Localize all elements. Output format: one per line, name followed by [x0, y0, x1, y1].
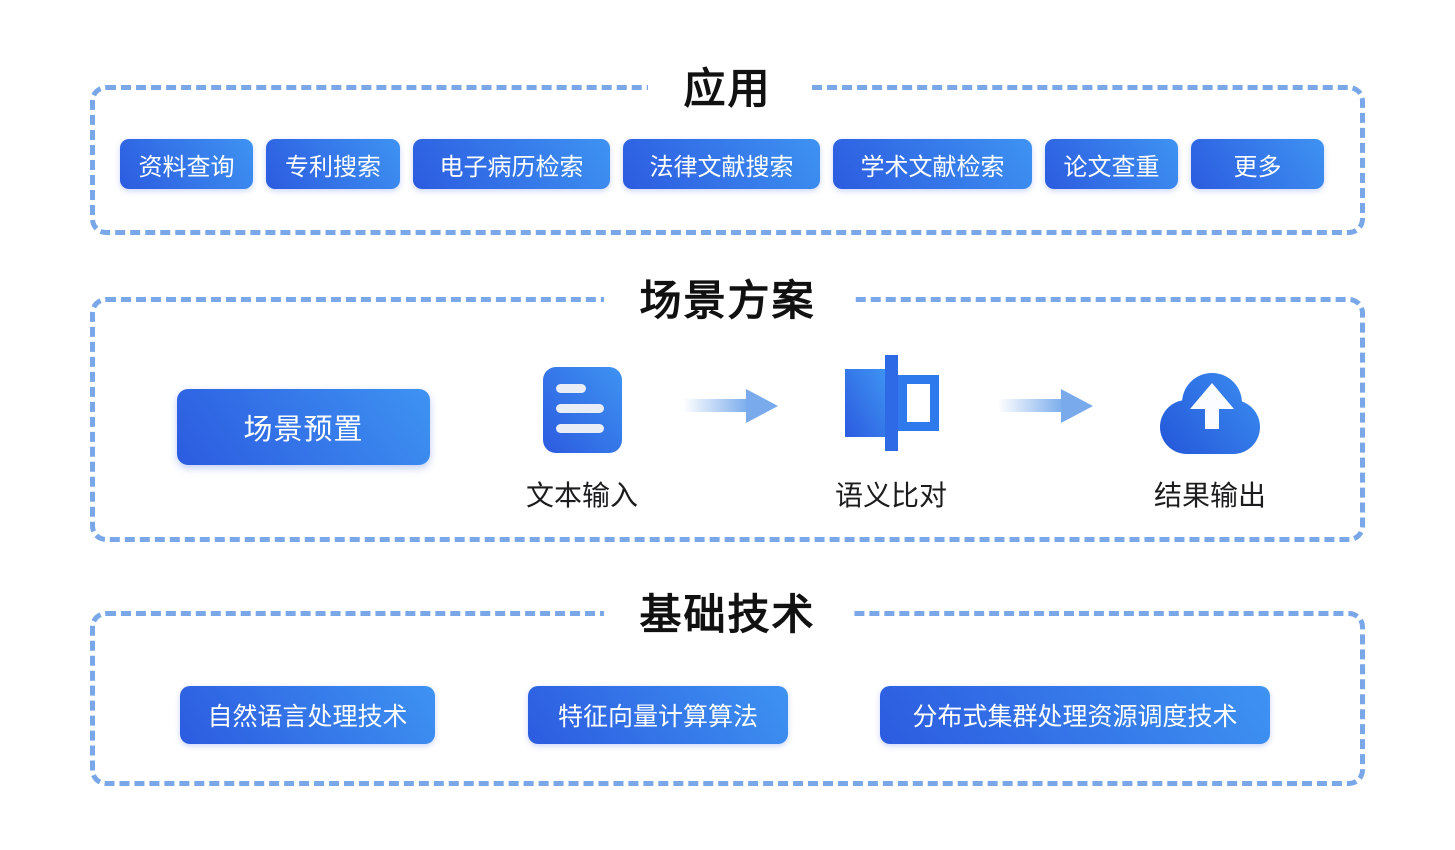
step-label-text-input: 文本输入 — [525, 480, 638, 511]
step-label-semantic-compare: 语义比对 — [834, 480, 947, 511]
app-chip[interactable]: 资料查询 — [120, 139, 253, 189]
tech-button-nlp[interactable]: 自然语言处理技术 — [180, 686, 435, 744]
scene-preset-button[interactable]: 场景预置 — [177, 389, 430, 465]
compare-icon — [845, 355, 939, 456]
app-chip[interactable]: 电子病历检索 — [413, 139, 610, 189]
flow-arrow-icon — [998, 388, 1093, 429]
section-technology: 基础技术 自然语言处理技术 特征向量计算算法 分布式集群处理资源调度技术 — [90, 587, 1365, 786]
app-chip[interactable]: 学术文献检索 — [833, 139, 1032, 189]
app-chip[interactable]: 专利搜索 — [266, 139, 400, 189]
section-scenario-title: 场景方案 — [603, 273, 852, 329]
tech-button-feature-vector[interactable]: 特征向量计算算法 — [528, 686, 788, 744]
app-chip[interactable]: 论文查重 — [1045, 139, 1178, 189]
document-icon — [543, 367, 622, 458]
app-chip-more[interactable]: 更多 — [1191, 139, 1324, 189]
step-label-result-output: 结果输出 — [1153, 480, 1266, 511]
section-technology-title: 基础技术 — [603, 587, 852, 643]
flow-arrow-icon — [683, 388, 778, 429]
section-applications-title: 应用 — [647, 61, 808, 117]
tech-button-distributed-cluster[interactable]: 分布式集群处理资源调度技术 — [880, 686, 1270, 744]
applications-button-row: 资料查询 专利搜索 电子病历检索 法律文献搜索 学术文献检索 论文查重 更多 — [120, 139, 1324, 189]
cloud-upload-icon — [1160, 373, 1260, 460]
section-scenario: 场景方案 场景预置 — [90, 273, 1365, 542]
section-applications: 应用 资料查询 专利搜索 电子病历检索 法律文献搜索 学术文献检索 论文查重 更… — [90, 61, 1365, 235]
app-chip[interactable]: 法律文献搜索 — [623, 139, 820, 189]
